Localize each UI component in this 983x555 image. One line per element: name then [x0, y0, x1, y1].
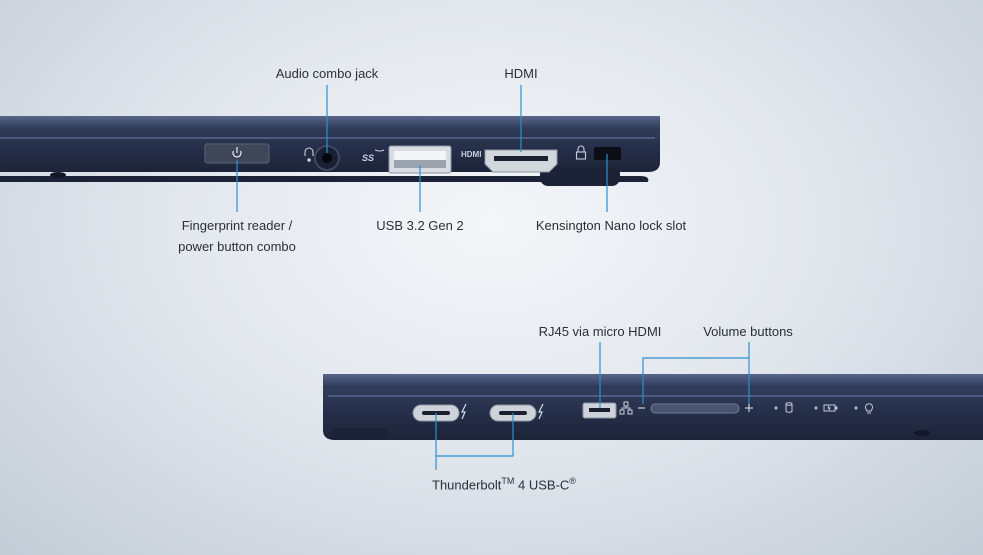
- thunderbolt-icon: [461, 403, 467, 420]
- power-icon: [232, 147, 242, 158]
- kensington-nano-lock-slot: [594, 147, 621, 160]
- audio-combo-jack-label: Audio combo jack: [275, 66, 379, 81]
- headphone-mic-icon: [304, 147, 314, 162]
- drive-led-icon: [785, 402, 793, 413]
- hdmi-marking: HDMI: [461, 150, 481, 159]
- volume-label: Volume buttons: [703, 324, 793, 339]
- thunderbolt-label: ThunderboltTM 4 USB-C®: [432, 476, 576, 493]
- fingerprint-label-line2: power button combo: [178, 239, 296, 254]
- volume-rocker: [650, 403, 740, 414]
- plus-icon: [745, 404, 753, 412]
- rj45-label: RJ45 via micro HDMI: [538, 324, 662, 339]
- usb-label: USB 3.2 Gen 2: [376, 218, 464, 233]
- laptop-left-side: SS HDMI: [0, 116, 660, 186]
- kensington-label: Kensington Nano lock slot: [535, 218, 687, 233]
- callout-lines: [236, 85, 750, 470]
- battery-led-icon: [823, 404, 838, 412]
- hdmi-label: HDMI: [504, 66, 538, 81]
- network-icon: [619, 401, 633, 415]
- thunderbolt-icon: [538, 403, 544, 420]
- fingerprint-label-line1: Fingerprint reader /: [181, 218, 293, 233]
- lock-icon: [575, 145, 587, 160]
- laptop-right-side: [323, 374, 983, 440]
- usb-ss-icon: SS: [362, 153, 374, 163]
- power-led-icon: [865, 403, 873, 414]
